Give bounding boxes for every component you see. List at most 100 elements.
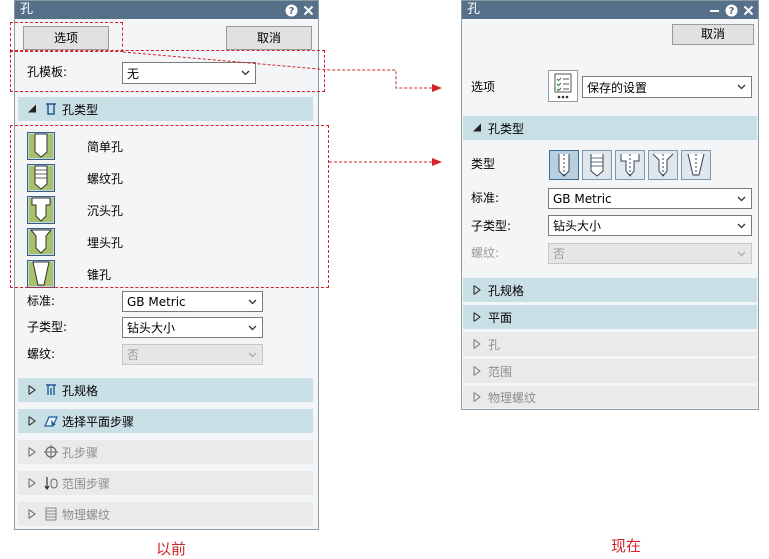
countersink-hole-icon[interactable]	[27, 228, 55, 256]
subtype-select[interactable]: 钻头大小	[548, 215, 752, 236]
expand-triangle-icon	[473, 312, 481, 322]
cancel-button[interactable]: 取消	[226, 26, 312, 50]
subtype-select[interactable]: 钻头大小	[122, 317, 263, 338]
expand-triangle-icon	[473, 339, 481, 349]
svg-text:?: ?	[728, 6, 734, 17]
expand-triangle-icon	[473, 392, 481, 402]
expand-triangle-icon	[28, 478, 36, 488]
hole-type-section-header[interactable]: 孔类型	[18, 97, 313, 121]
thread-label: 螺纹:	[27, 347, 56, 361]
after-caption: 现在	[611, 537, 642, 555]
simple-hole-icon[interactable]	[27, 132, 55, 160]
options-label: 选项	[471, 80, 496, 94]
physical-thread-section-header[interactable]: 物理螺纹	[463, 386, 757, 408]
chevron-down-icon	[737, 223, 746, 228]
help-icon[interactable]: ?	[284, 3, 298, 17]
hole-type-section-header[interactable]: 孔类型	[463, 116, 757, 140]
close-icon[interactable]	[301, 3, 315, 17]
hole-type-label: 沉头孔	[87, 204, 124, 218]
expand-triangle-icon	[473, 285, 481, 295]
expand-triangle-icon	[28, 447, 36, 457]
expand-triangle-icon	[28, 416, 36, 426]
hole-spec-section-label: 孔规格	[488, 283, 525, 298]
standard-value: GB Metric	[553, 191, 612, 206]
chevron-down-icon	[737, 84, 746, 90]
svg-text:?: ?	[288, 6, 294, 17]
template-label: 孔模板:	[27, 65, 68, 79]
thread-label: 螺纹:	[471, 246, 500, 260]
before-caption: 以前	[156, 540, 187, 558]
hole-step-icon	[44, 445, 58, 459]
range-step-icon	[44, 477, 58, 490]
settings-icon-button[interactable]	[548, 70, 578, 102]
options-select[interactable]: 保存的设置	[582, 76, 752, 98]
range-step-section-label: 范围步骤	[62, 476, 111, 491]
tapered-hole-icon[interactable]	[27, 260, 55, 288]
after-title-bar[interactable]: 孔 ?	[462, 1, 758, 19]
countersink-hole-button[interactable]	[648, 150, 678, 180]
chevron-down-icon	[248, 299, 257, 304]
before-title-bar[interactable]: 孔 ?	[15, 1, 318, 19]
subtype-value: 钻头大小	[553, 219, 602, 233]
standard-value: GB Metric	[127, 294, 186, 309]
physical-thread-section-label: 物理螺纹	[62, 507, 111, 522]
hole-spec-section-header[interactable]: 孔规格	[18, 378, 313, 402]
subtype-label: 子类型:	[27, 320, 68, 334]
help-icon[interactable]: ?	[724, 3, 738, 17]
plane-section-header[interactable]: 平面	[463, 305, 757, 329]
after-window-title: 孔	[467, 2, 481, 17]
thread-select: 否	[548, 243, 752, 264]
type-label: 类型	[471, 157, 496, 171]
chevron-down-icon	[241, 70, 250, 76]
expand-triangle-icon	[28, 385, 36, 395]
select-plane-step-section-header[interactable]: 选择平面步骤	[18, 409, 313, 433]
hole-type-label: 埋头孔	[87, 236, 124, 250]
hole-section-header[interactable]: 孔	[463, 332, 757, 356]
before-hole-panel: 孔 ? 选项 取消 孔模板: 无 孔类型 简单孔 螺纹孔	[14, 0, 319, 530]
tapped-hole-button[interactable]	[582, 150, 612, 180]
collapse-triangle-icon	[28, 104, 36, 113]
tapped-hole-icon[interactable]	[27, 164, 55, 192]
hole-type-label: 锥孔	[87, 268, 112, 282]
simple-hole-button[interactable]	[549, 150, 579, 180]
physical-thread-icon	[45, 507, 57, 521]
hole-type-label: 简单孔	[87, 140, 124, 154]
collapse-triangle-icon	[473, 123, 481, 132]
hole-type-section-label: 孔类型	[488, 121, 525, 136]
thread-value: 否	[127, 348, 140, 362]
standard-label: 标准:	[471, 191, 500, 205]
close-icon[interactable]	[741, 3, 755, 17]
standard-label: 标准:	[27, 294, 56, 308]
physical-thread-section-label: 物理螺纹	[488, 390, 537, 405]
counterbore-hole-icon[interactable]	[27, 196, 55, 224]
range-section-header[interactable]: 范围	[463, 359, 757, 383]
options-button[interactable]: 选项	[23, 26, 109, 50]
plane-section-label: 平面	[488, 310, 513, 325]
template-value: 无	[127, 66, 140, 81]
checklist-icon	[554, 73, 572, 99]
cancel-button[interactable]: 取消	[672, 24, 754, 45]
standard-select[interactable]: GB Metric	[548, 188, 752, 209]
expand-triangle-icon	[473, 366, 481, 376]
options-value: 保存的设置	[587, 80, 648, 95]
minimize-icon[interactable]	[707, 3, 721, 17]
subtype-label: 子类型:	[471, 219, 512, 233]
after-hole-panel: 孔 ? 取消 选项 保存的设置 孔类型 类型	[461, 0, 759, 410]
counterbore-hole-button[interactable]	[615, 150, 645, 180]
range-step-section-header[interactable]: 范围步骤	[18, 471, 313, 495]
hole-type-section-label: 孔类型	[62, 102, 99, 117]
expand-triangle-icon	[28, 509, 36, 519]
hole-type-icon	[46, 103, 56, 115]
range-section-label: 范围	[488, 364, 513, 379]
chevron-down-icon	[737, 196, 746, 201]
hole-spec-section-header[interactable]: 孔规格	[463, 278, 757, 302]
physical-thread-section-header[interactable]: 物理螺纹	[18, 502, 313, 526]
hole-step-section-header[interactable]: 孔步骤	[18, 440, 313, 464]
standard-select[interactable]: GB Metric	[122, 291, 263, 312]
select-plane-icon	[44, 416, 58, 427]
hole-type-label: 螺纹孔	[87, 172, 124, 186]
select-plane-step-section-label: 选择平面步骤	[62, 414, 135, 429]
template-select[interactable]: 无	[122, 62, 256, 84]
tapered-hole-button[interactable]	[681, 150, 711, 180]
before-window-title: 孔	[20, 2, 34, 17]
